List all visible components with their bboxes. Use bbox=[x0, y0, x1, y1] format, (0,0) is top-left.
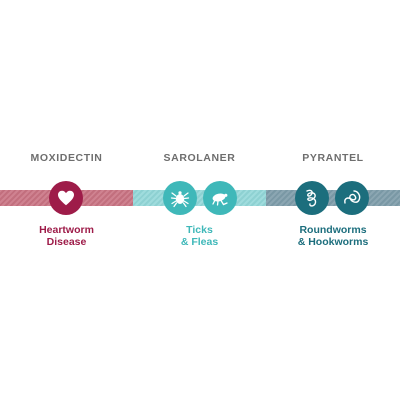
condition-line-1: Ticks bbox=[186, 224, 213, 236]
ingredient-label-pyrantel: PYRANTEL bbox=[302, 152, 364, 164]
flea-icon bbox=[203, 181, 237, 215]
pyrantel-section: PYRANTEL Roundworms & Hookworms bbox=[266, 0, 400, 400]
condition-roundworms-hookworms: Roundworms & Hookworms bbox=[266, 224, 400, 248]
ingredient-label-sarolaner: SAROLANER bbox=[163, 152, 236, 164]
condition-line-2: Disease bbox=[46, 236, 87, 248]
condition-line-1: Heartworm bbox=[39, 224, 94, 236]
ingredient-label-moxidectin: MOXIDECTIN bbox=[30, 152, 103, 164]
heart-icon bbox=[49, 181, 83, 215]
band-pyrantel bbox=[266, 190, 400, 206]
sarolaner-section: SAROLANER Ticks & Fleas bbox=[133, 0, 266, 400]
hookworm-icon bbox=[335, 181, 369, 215]
condition-line-1: Roundworms bbox=[299, 224, 367, 236]
condition-ticks-fleas: Ticks & Fleas bbox=[133, 224, 266, 248]
condition-line-2: & Fleas bbox=[180, 236, 219, 248]
band-sarolaner bbox=[133, 190, 266, 206]
moxidectin-section: MOXIDECTIN Heartworm Disease bbox=[0, 0, 133, 400]
roundworm-icon bbox=[295, 181, 329, 215]
condition-line-2: & Hookworms bbox=[297, 236, 369, 248]
condition-heartworm: Heartworm Disease bbox=[0, 224, 133, 248]
tick-icon bbox=[163, 181, 197, 215]
